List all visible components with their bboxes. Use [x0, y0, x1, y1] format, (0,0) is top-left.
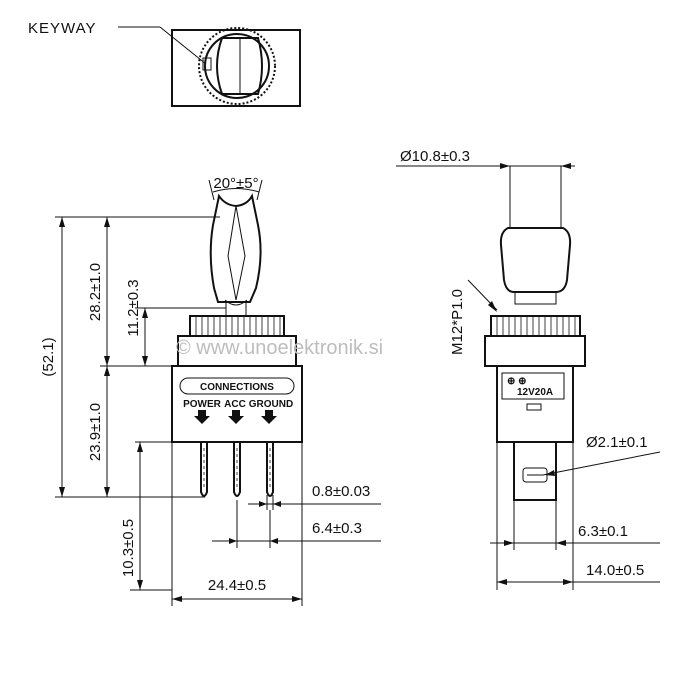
side-knurled-nut	[490, 315, 581, 337]
front-view: CONNECTIONS POWER ACC GROUND	[171, 193, 303, 497]
side-view: ⊕ ⊕ 12V20A	[484, 166, 586, 501]
angle-dimension: 20°±5°	[213, 175, 258, 192]
keyway-lever-top	[216, 37, 263, 95]
side-terminal	[513, 442, 557, 501]
side-dimensions: Ø10.8±0.3 M12*P1.0 Ø2.1±0.1 6.3±0.1 14.0…	[396, 148, 661, 590]
diameter-dimension: Ø10.8±0.3	[400, 148, 470, 165]
rating-value: 12V20A	[517, 387, 553, 398]
side-lever	[499, 227, 572, 293]
thickness-dimension: 0.8±0.03	[312, 483, 370, 500]
terminal-power	[200, 442, 208, 497]
connections-banner	[179, 377, 295, 395]
side-switch-body	[496, 365, 574, 443]
pitch-dimension: 6.4±0.3	[312, 520, 362, 537]
keyway-view: KEYWAY	[28, 20, 301, 107]
rating-label-box	[501, 372, 565, 400]
front-dimensions: 20°±5° (52.1) 28.2±1.0 23.9±1.0 11.2±0.3…	[40, 175, 381, 606]
lever-pivot	[225, 301, 247, 317]
ground-arrow-icon	[261, 410, 277, 424]
side-width-dimension: 14.0±0.5	[586, 562, 644, 579]
thread-dimension: M12*P1.0	[449, 289, 466, 355]
total-height-dimension: (52.1)	[40, 337, 57, 376]
terminal-label-ground: GROUND	[249, 399, 293, 410]
lower-height-dimension: 23.9±1.0	[87, 403, 104, 461]
power-arrow-icon	[194, 410, 210, 424]
terminal-length-dimension: 10.3±0.5	[120, 519, 137, 577]
bushing-dimension: 11.2±0.3	[125, 279, 142, 336]
keyway-label: KEYWAY	[28, 20, 97, 37]
watermark: © www.unoelektronik.si	[176, 337, 383, 359]
connections-title: CONNECTIONS	[200, 382, 274, 393]
terminal-label-acc: ACC	[224, 399, 246, 410]
terminal-width-dimension: 6.3±0.1	[578, 523, 628, 540]
acc-arrow-icon	[228, 410, 244, 424]
upper-height-dimension: 28.2±1.0	[87, 263, 104, 321]
keyway-housing	[171, 29, 301, 107]
switch-body	[171, 365, 303, 443]
front-width-dimension: 24.4±0.5	[208, 577, 266, 594]
approval-mark: ⊕ ⊕	[507, 376, 527, 387]
side-bushing-collar	[484, 335, 586, 367]
terminal-ground	[266, 442, 274, 497]
toggle-lever	[209, 193, 262, 303]
knurled-nut	[189, 315, 285, 337]
hole-dimension: Ø2.1±0.1	[586, 434, 648, 451]
keyway-knurl	[198, 27, 276, 105]
terminal-label-power: POWER	[183, 399, 222, 410]
keyway-notch	[202, 57, 212, 71]
terminal-acc	[233, 442, 241, 497]
keyway-ring	[204, 33, 270, 99]
